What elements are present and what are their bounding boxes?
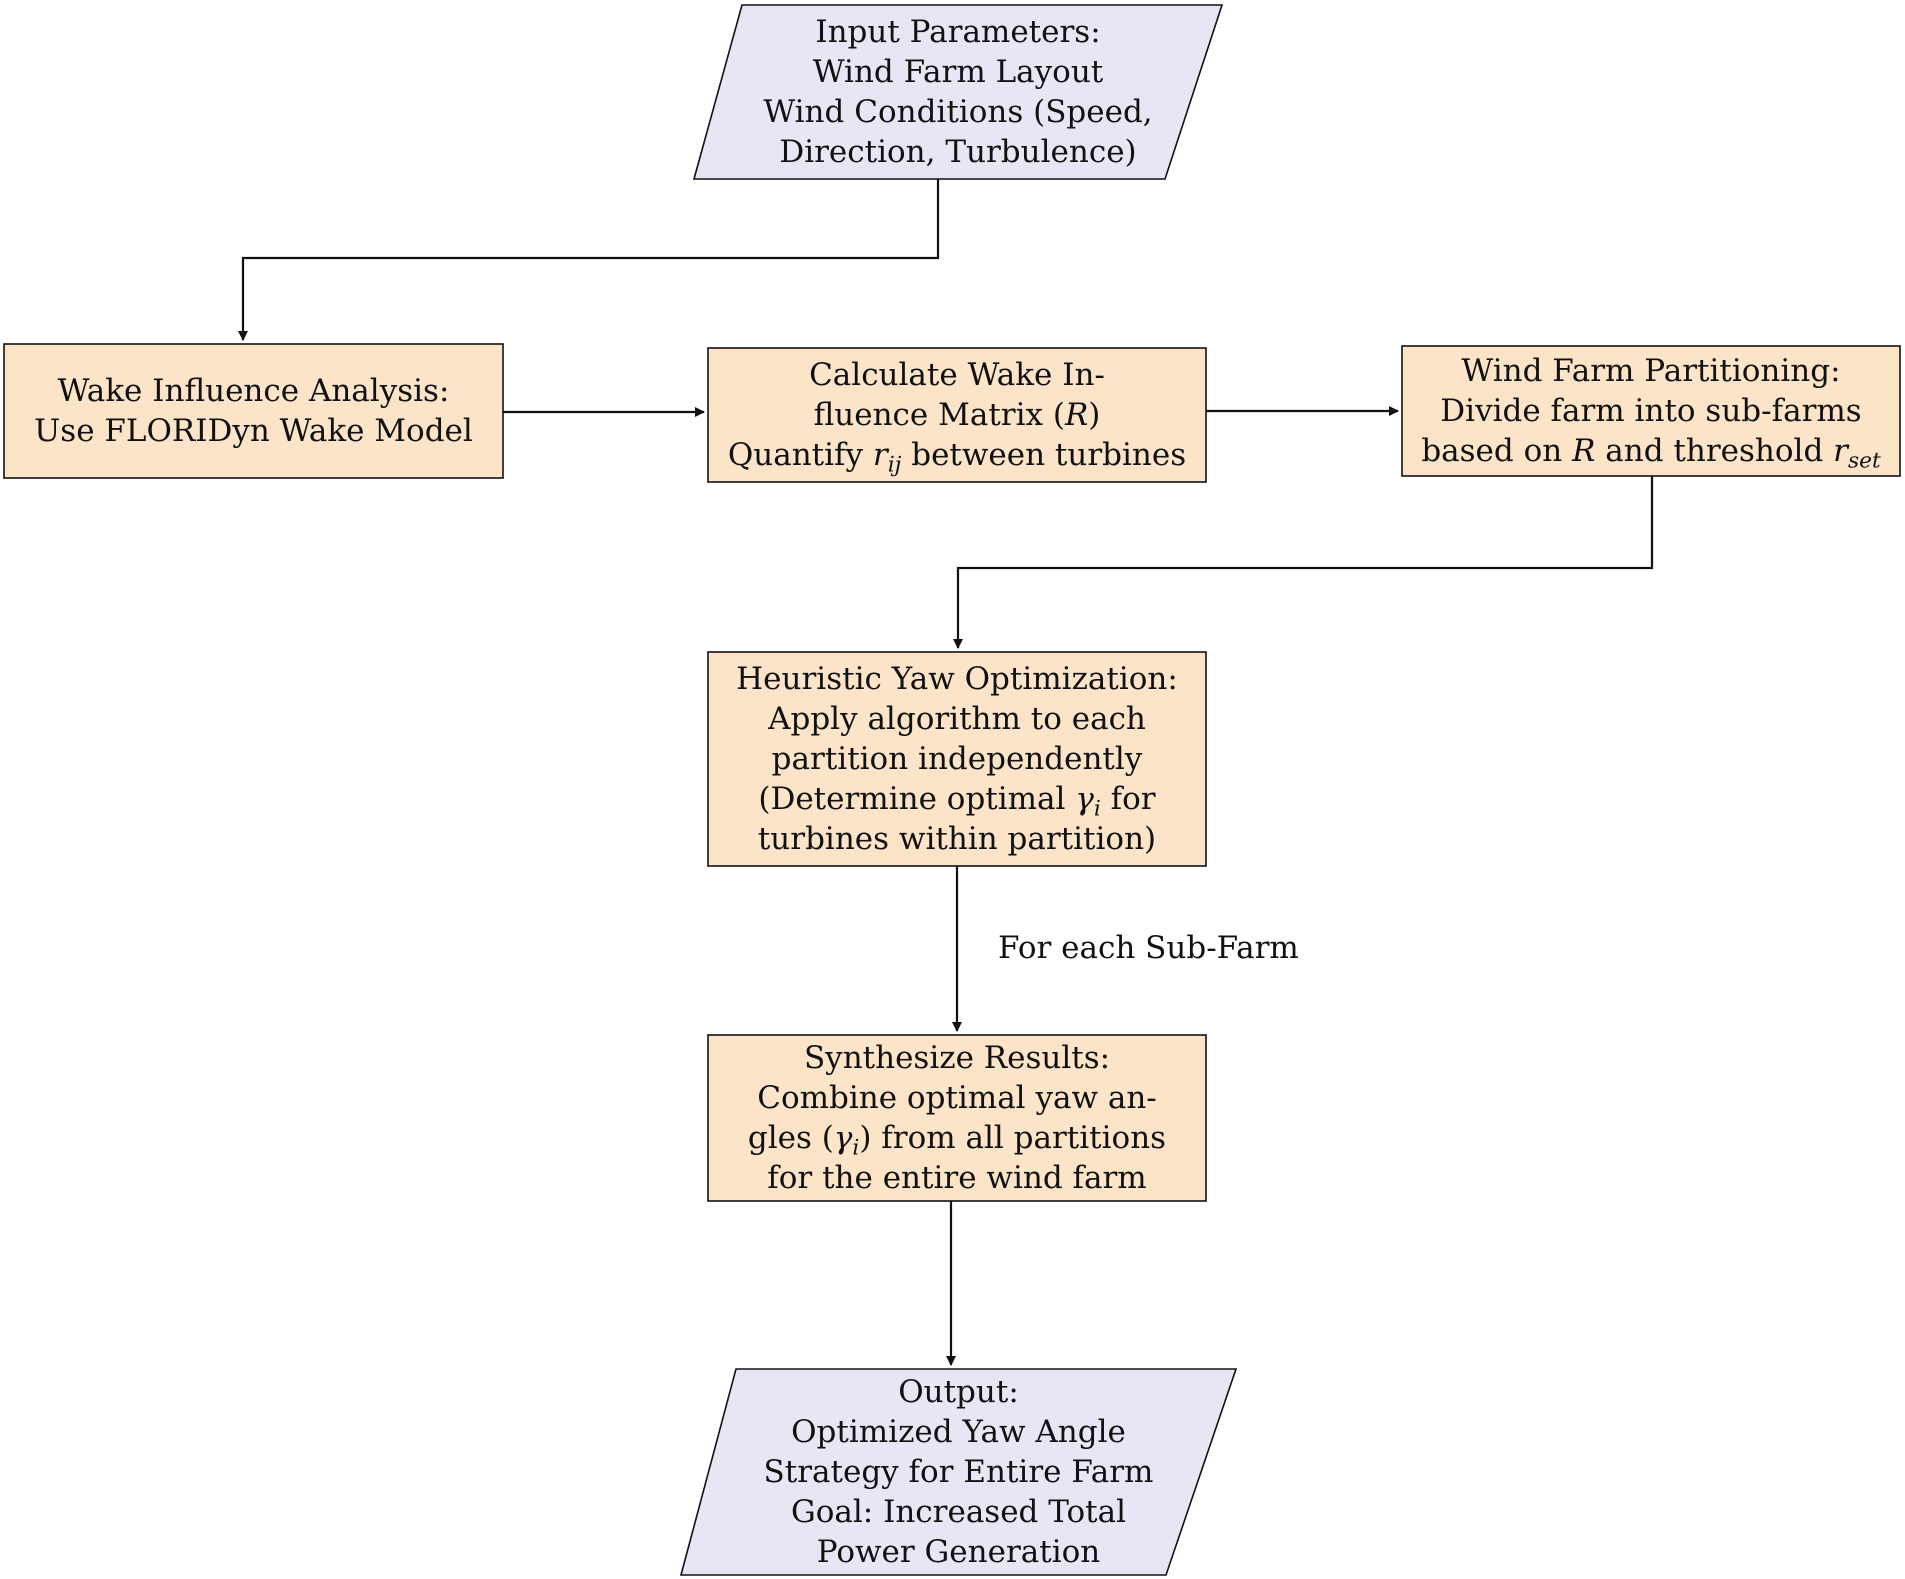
synthesize-results-shape xyxy=(707,1034,1207,1202)
edge-label-for-each-sub-farm: For each Sub-Farm xyxy=(998,930,1299,966)
yaw-optimization-line-4: (Determine optimal γi for xyxy=(758,781,1156,822)
heuristic-yaw-optimization-node: Heuristic Yaw Optimization: Apply algori… xyxy=(708,652,1206,866)
wake-analysis-line-1: Wake Influence Analysis: xyxy=(57,373,450,409)
output-line-4: Goal: Increased Total xyxy=(790,1494,1127,1530)
arrow-partitioning-to-yaw-optimization xyxy=(953,476,1654,649)
partitioning-line-1: Wind Farm Partitioning: xyxy=(1461,353,1841,389)
synthesize-line-2: Combine optimal yaw an- xyxy=(757,1080,1157,1116)
partitioning-line-3: based on R and threshold rset xyxy=(1421,433,1881,474)
output-line-3: Strategy for Entire Farm xyxy=(763,1454,1154,1490)
partitioning-line-2: Divide farm into sub-farms xyxy=(1440,393,1862,429)
input-line-3: Wind Conditions (Speed, xyxy=(763,94,1153,130)
output-line-5: Power Generation xyxy=(816,1534,1101,1570)
yaw-optimization-line-3: partition independently xyxy=(771,741,1143,777)
yaw-optimization-line-5: turbines within partition) xyxy=(757,821,1157,857)
synthesize-line-3: gles (γi) from all partitions xyxy=(747,1120,1167,1161)
output-line-2: Optimized Yaw Angle xyxy=(791,1414,1126,1450)
wake-matrix-line-3: Quantify rij between turbines xyxy=(727,437,1187,478)
wake-influence-analysis-shape xyxy=(3,343,504,479)
synthesize-line-4: for the entire wind farm xyxy=(767,1160,1147,1196)
wake-influence-matrix-shape xyxy=(707,347,1207,483)
input-parameters-shape xyxy=(692,4,1224,180)
synthesize-results-node: Synthesize Results: Combine optimal yaw … xyxy=(708,1035,1206,1201)
output-node: Output: Optimized Yaw Angle Strategy for… xyxy=(681,1369,1236,1575)
input-parameters-node: Input Parameters: Wind Farm Layout Wind … xyxy=(694,5,1222,179)
input-line-1: Input Parameters: xyxy=(815,14,1101,50)
wind-farm-partitioning-shape xyxy=(1401,345,1901,477)
wake-influence-analysis-node: Wake Influence Analysis: Use FLORIDyn Wa… xyxy=(4,344,503,478)
wake-analysis-line-2: Use FLORIDyn Wake Model xyxy=(34,413,473,449)
output-shape xyxy=(679,1368,1238,1576)
yaw-optimization-line-1: Heuristic Yaw Optimization: xyxy=(736,661,1178,697)
wake-matrix-line-1: Calculate Wake In- xyxy=(809,357,1105,393)
yaw-optimization-line-2: Apply algorithm to each xyxy=(768,701,1146,737)
synthesize-line-1: Synthesize Results: xyxy=(803,1040,1111,1076)
heuristic-yaw-optimization-shape xyxy=(707,651,1207,867)
output-line-1: Output: xyxy=(898,1374,1019,1410)
arrow-input-to-wake-analysis xyxy=(238,179,940,341)
input-line-2: Wind Farm Layout xyxy=(812,54,1104,90)
wind-farm-partitioning-node: Wind Farm Partitioning: Divide farm into… xyxy=(1402,346,1900,476)
wake-influence-matrix-node: Calculate Wake In- fluence Matrix (R) Qu… xyxy=(708,348,1206,482)
wake-matrix-line-2: fluence Matrix (R) xyxy=(813,397,1101,433)
input-line-4: Direction, Turbulence) xyxy=(779,134,1137,170)
